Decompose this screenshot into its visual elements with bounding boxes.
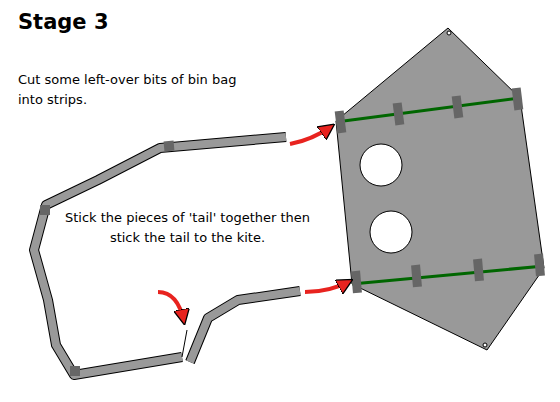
- tape-pieces: [335, 87, 545, 293]
- kite-hole: [360, 144, 402, 186]
- kite-hole: [370, 211, 412, 253]
- instruction-note: Stick the pieces of 'tail' together then…: [50, 208, 325, 248]
- red-arrow: [158, 292, 184, 322]
- red-arrow: [305, 281, 350, 292]
- kite-eyelet: [483, 343, 487, 347]
- stage-title: Stage 3: [18, 10, 109, 34]
- kite-tail: [34, 137, 300, 376]
- kite-spar: [336, 98, 520, 122]
- kite-eyelet: [447, 31, 451, 35]
- red-arrow: [290, 126, 332, 144]
- kite-spar: [352, 266, 544, 284]
- instruction-note: Cut some left-over bits of bin bag into …: [18, 70, 253, 110]
- kite-sail: [336, 28, 544, 350]
